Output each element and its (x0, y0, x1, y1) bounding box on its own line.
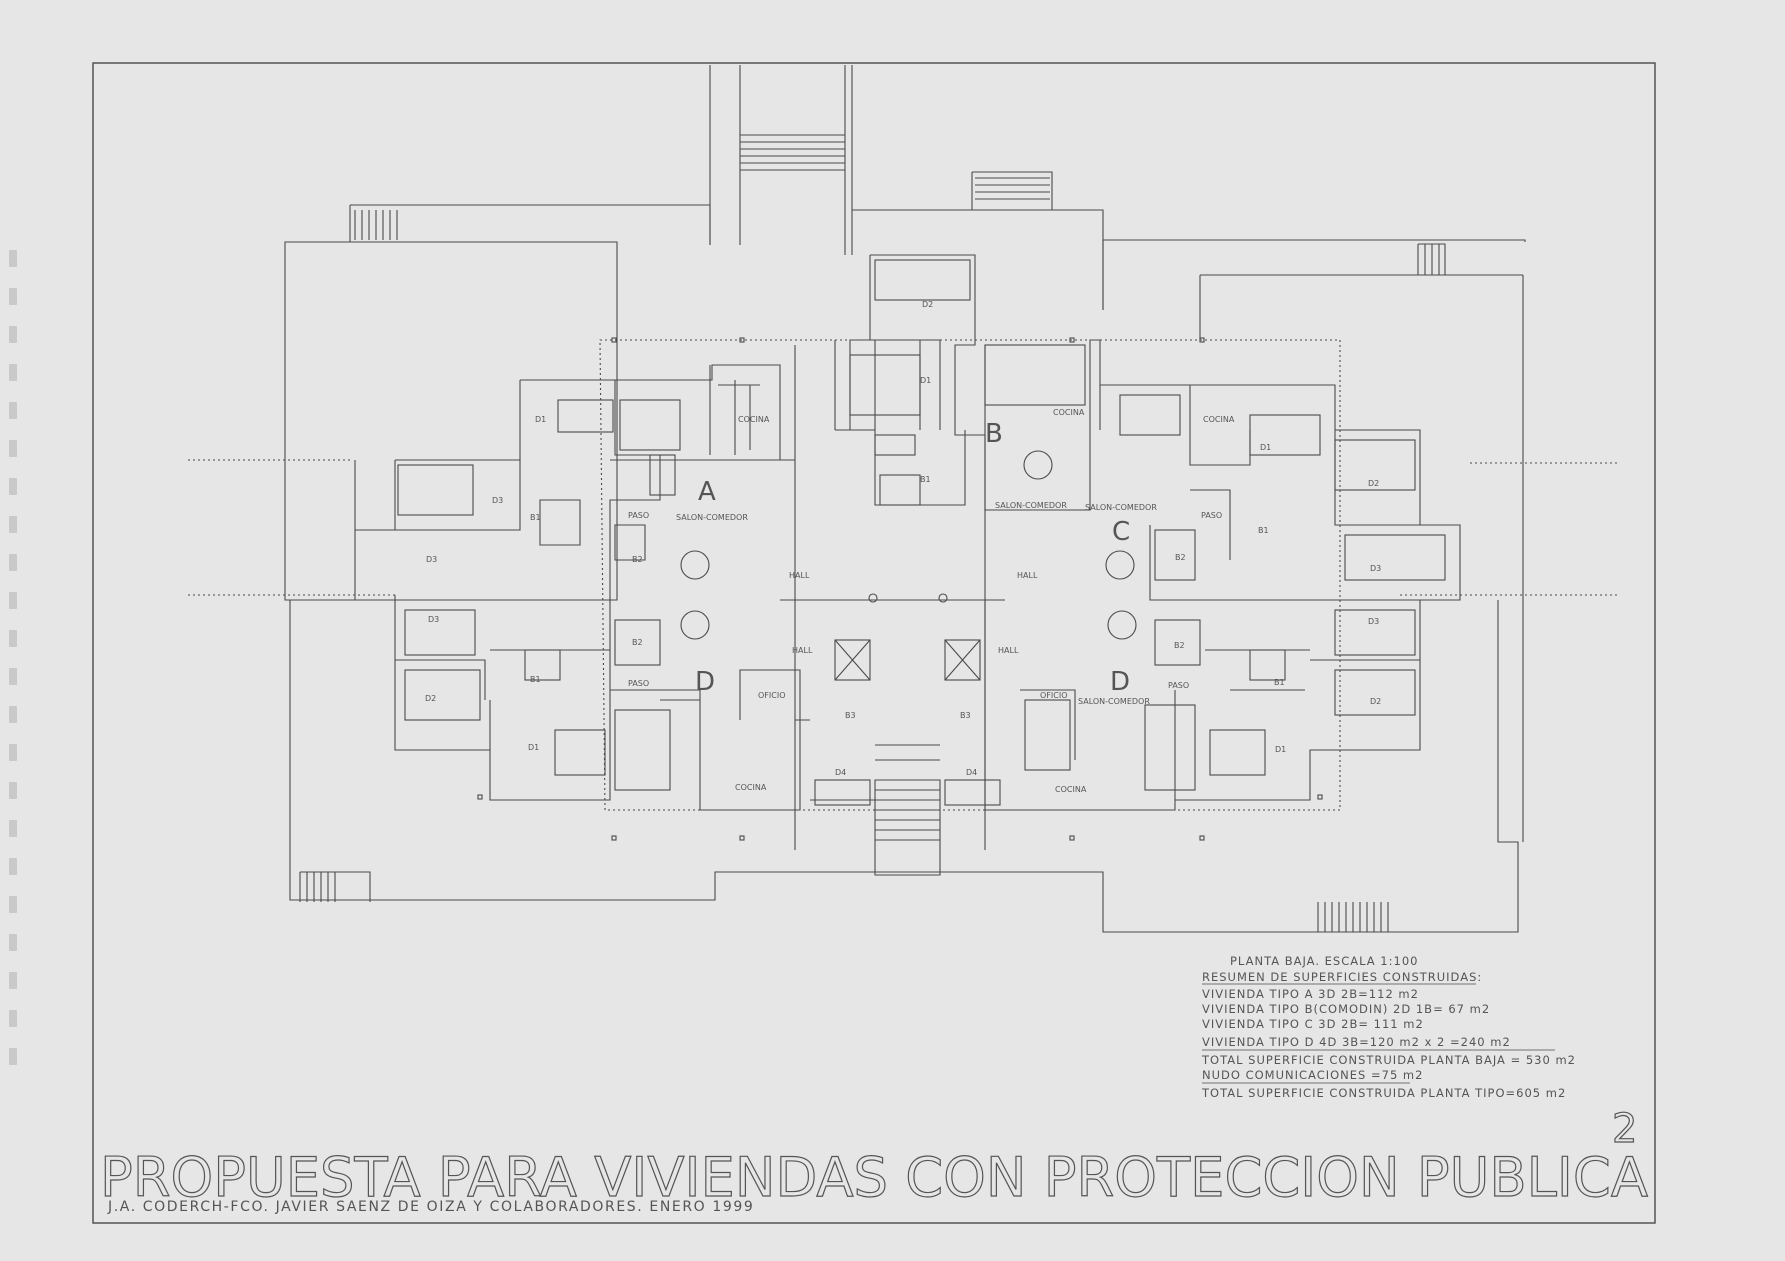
sheet-frame (92, 62, 1656, 1224)
unit-letter-d-left: D (695, 667, 715, 697)
summary-line: VIVIENDA TIPO C 3D 2B= 111 m2 (1202, 1017, 1424, 1031)
unit-d-left (394, 600, 875, 811)
room-label-paso: PASO (1201, 511, 1222, 520)
room-label-d1: D1 (535, 415, 546, 424)
room-label-hall: HALL (1017, 571, 1038, 580)
unit-d-right (944, 600, 1421, 811)
room-label-d2: D2 (922, 300, 933, 309)
room-label-d1: D1 (920, 376, 931, 385)
room-labels: D1 D1 D1 D1 D1 D2 D2 D2 D2 D3 D3 D3 D3 D… (425, 300, 1381, 794)
room-label-oficio: OFICIO (1040, 691, 1068, 700)
surface-summary: PLANTA BAJA. ESCALA 1:100 RESUMEN DE SUP… (1201, 954, 1576, 1100)
summary-line: VIVIENDA TIPO D 4D 3B=120 m2 x 2 =240 m2 (1202, 1035, 1511, 1049)
summary-heading: RESUMEN DE SUPERFICIES CONSTRUIDAS: (1202, 970, 1482, 984)
drawing-title: PROPUESTA PARA VIVIENDAS CON PROTECCION … (100, 1146, 1648, 1209)
unit-letter-c: C (1112, 517, 1130, 547)
unit-letter-a: A (698, 477, 716, 507)
room-label-b1: B1 (920, 475, 931, 484)
room-label-d3: D3 (428, 615, 439, 624)
room-label-b1: B1 (530, 675, 541, 684)
room-label-b2: B2 (1174, 641, 1185, 650)
room-label-d1: D1 (1275, 745, 1286, 754)
room-label-hall: HALL (792, 646, 813, 655)
room-label-b2: B2 (632, 638, 643, 647)
room-label-d3: D3 (1370, 564, 1381, 573)
room-label-b2: B2 (1175, 553, 1186, 562)
summary-line: VIVIENDA TIPO A 3D 2B=112 m2 (1202, 987, 1419, 1001)
room-label-hall: HALL (998, 646, 1019, 655)
room-label-b3: B3 (845, 711, 856, 720)
room-label-paso: PASO (628, 511, 649, 520)
room-label-cocina: COCINA (735, 783, 767, 792)
authors-line: J.A. CODERCH-FCO. JAVIER SAENZ DE OIZA Y… (107, 1199, 754, 1215)
room-label-hall: HALL (789, 571, 810, 580)
unit-c (1100, 384, 1461, 601)
unit-b (849, 254, 1101, 511)
room-label-d3: D3 (426, 555, 437, 564)
summary-line: NUDO COMUNICACIONES =75 m2 (1202, 1068, 1423, 1082)
room-label-d4: D4 (835, 768, 846, 777)
room-label-b3: B3 (960, 711, 971, 720)
room-label-b2: B2 (632, 555, 643, 564)
room-label-d2: D2 (1370, 697, 1381, 706)
column-markers (477, 337, 1323, 841)
room-label-d3: D3 (1368, 617, 1379, 626)
summary-line: TOTAL SUPERFICIE CONSTRUIDA PLANTA BAJA … (1201, 1053, 1576, 1067)
room-label-d1: D1 (528, 743, 539, 752)
unit-letter-d-right: D (1110, 667, 1130, 697)
room-label-salon: SALON-COMEDOR (676, 513, 748, 522)
stairs-south (299, 779, 1389, 932)
summary-line: VIVIENDA TIPO B(COMODIN) 2D 1B= 67 m2 (1202, 1002, 1490, 1016)
room-label-d4: D4 (966, 768, 977, 777)
room-label-paso: PASO (628, 679, 649, 688)
room-label-cocina: COCINA (1055, 785, 1087, 794)
room-label-d3: D3 (492, 496, 503, 505)
room-label-salon: SALON-COMEDOR (1078, 697, 1150, 706)
room-label-salon: SALON-COMEDOR (995, 501, 1067, 510)
unit-a (354, 364, 795, 601)
room-label-d2: D2 (425, 694, 436, 703)
room-label-paso: PASO (1168, 681, 1189, 690)
room-label-cocina: COCINA (1203, 415, 1235, 424)
room-label-salon: SALON-COMEDOR (1085, 503, 1157, 512)
sheet-number: 2 (1612, 1106, 1637, 1152)
stairs-north (354, 134, 1446, 275)
summary-line: TOTAL SUPERFICIE CONSTRUIDA PLANTA TIPO=… (1201, 1086, 1566, 1100)
room-label-cocina: COCINA (1053, 408, 1085, 417)
room-label-cocina: COCINA (738, 415, 770, 424)
room-label-oficio: OFICIO (758, 691, 786, 700)
room-label-d1: D1 (1260, 443, 1271, 452)
plan-label: PLANTA BAJA. ESCALA 1:100 (1230, 954, 1418, 968)
room-label-b1: B1 (1258, 526, 1269, 535)
room-label-b1: B1 (530, 513, 541, 522)
room-label-d2: D2 (1368, 479, 1379, 488)
floor-plan (188, 65, 1620, 933)
room-label-b1: B1 (1274, 678, 1285, 687)
unit-letter-b: B (985, 419, 1003, 449)
